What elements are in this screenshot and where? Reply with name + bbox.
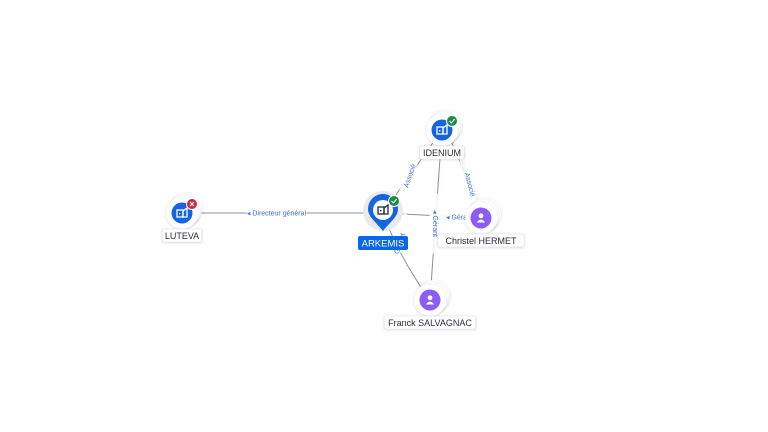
node-salvagnac[interactable]: Franck SALVAGNAC [384,280,476,330]
person-icon [425,295,435,305]
node-label: Christel HERMET [445,236,517,246]
active-check-icon [388,195,400,207]
node-luteva[interactable]: LUTEVA [162,193,202,243]
node-label-tag: Christel HERMET [437,233,525,248]
node-label-tag: LUTEVA [162,228,202,243]
node-label-tag: ARKEMIS [358,236,408,250]
node-label: IDENIUM [423,148,461,158]
building-icon [436,123,448,135]
node-arkemis[interactable]: ARKEMIS [358,191,408,250]
node-idenium[interactable]: IDENIUM [419,110,465,160]
edge-label: ◂ Directeur général [247,211,307,218]
nodes-layer: ARKEMIS IDENIUM LUTEVA Christel HERMET Franc… [162,110,525,330]
closed-x-icon [186,198,198,210]
node-label: LUTEVA [165,231,199,241]
active-check-icon [446,115,458,127]
building-icon [176,206,188,218]
edge-luteva-arkemis: ◂ Directeur général [182,208,383,218]
edge-label: ◂ Gérant [431,210,438,237]
person-icon [476,213,486,223]
node-label: ARKEMIS [362,239,405,250]
node-hermet[interactable]: Christel HERMET [437,198,525,248]
edge-label: Associé [463,172,476,198]
edge-label: ◂ Gérant [446,214,473,221]
node-label: Franck SALVAGNAC [388,318,472,328]
node-label-tag: IDENIUM [419,145,465,160]
building-icon [377,203,389,215]
node-label-tag: Franck SALVAGNAC [384,315,476,330]
